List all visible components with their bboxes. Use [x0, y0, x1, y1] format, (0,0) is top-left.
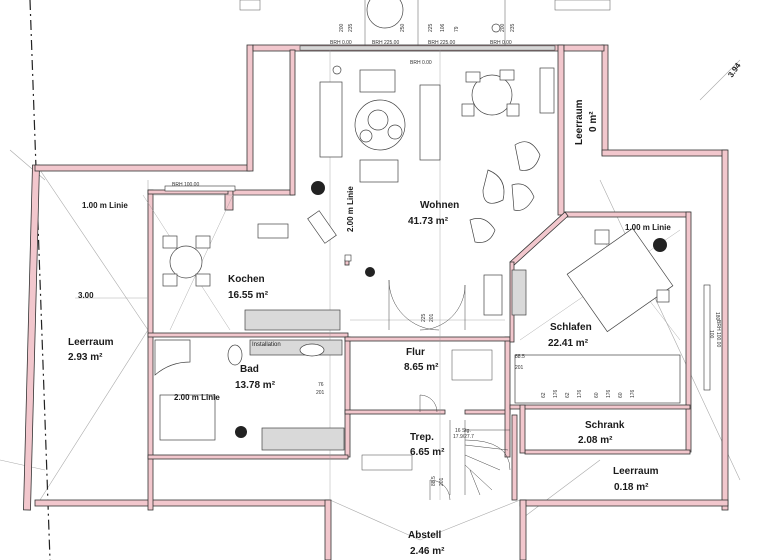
room-kochen-area: 16.55 m²	[228, 290, 269, 301]
dim-394: 3.94	[726, 61, 743, 79]
schrank-dimension-labels: 62 176 62 176 60 176 60 176	[541, 389, 636, 398]
schlafen-window	[703, 284, 711, 391]
dim-60: 60	[594, 392, 600, 398]
room-leerraum-left-area: 2.93 m²	[68, 352, 103, 363]
room-trep-area: 6.65 m²	[410, 447, 445, 458]
dim-180: 180	[714, 312, 720, 321]
top-windows	[239, 0, 611, 51]
label-stairs: 16 Stg.	[455, 428, 471, 434]
room-flur-area: 8.65 m²	[404, 362, 439, 373]
dim-100: 100	[708, 330, 714, 339]
dim-225a: 225	[428, 23, 434, 32]
dim-201-schl: 201	[515, 365, 524, 371]
label-brh-kochen: BRH 100.00	[172, 182, 199, 188]
room-abstell-name: Abstell	[408, 530, 442, 541]
dim-176a: 176	[553, 389, 559, 398]
kitchen-furniture	[162, 223, 341, 331]
room-leerraum-rb-area: 0.18 m²	[614, 482, 649, 493]
dim-106: 106	[440, 23, 446, 32]
dim-176c: 176	[606, 389, 612, 398]
dim-235: 235	[348, 23, 354, 32]
top-dimension-labels: 200 235 250 225 106 79 200 235	[339, 23, 516, 32]
room-trep-name: Trep.	[410, 432, 434, 443]
living-furniture	[235, 0, 667, 438]
dim-201-trep: 201	[439, 477, 445, 486]
room-kochen-name: Kochen	[228, 274, 265, 285]
dim-60b: 60	[618, 392, 624, 398]
dim-176d: 176	[630, 389, 636, 398]
room-flur-name: Flur	[406, 347, 425, 358]
label-linie-200-bad: 2.00 m Linie	[174, 393, 220, 402]
room-schrank-area: 2.08 m²	[578, 435, 613, 446]
label-brh-top-center: BRH 0.00	[410, 60, 432, 66]
dim-235b: 235	[510, 23, 516, 32]
room-leerraum-top-name: Leerraum	[574, 99, 585, 145]
stairs	[361, 420, 511, 496]
dim-225-flur: 225	[421, 313, 427, 322]
room-abstell-area: 2.46 m²	[410, 546, 445, 557]
label-brh-top-left: BRH 0.00	[330, 40, 352, 46]
room-wohnen-name: Wohnen	[420, 200, 459, 211]
dim-79: 79	[454, 26, 460, 32]
room-wohnen-area: 41.73 m²	[408, 216, 449, 227]
doors	[388, 279, 493, 501]
marker	[344, 254, 352, 262]
room-leerraum-left-name: Leerraum	[68, 337, 114, 348]
room-leerraum-top-area: 0 m²	[588, 111, 599, 132]
dim-885-trep: 88.5	[431, 476, 437, 486]
label-brh-top-a: BRH 225.00	[372, 40, 399, 46]
dim-201-bad: 201	[316, 390, 325, 396]
dim-201-flur: 201	[429, 313, 435, 322]
dim-62b: 62	[565, 392, 571, 398]
label-linie-100-right: 1.00 m Linie	[625, 223, 671, 232]
bedroom-furniture	[483, 227, 681, 404]
room-bad-area: 13.78 m²	[235, 380, 276, 391]
dim-885: 88.5	[515, 354, 525, 360]
dim-76: 76	[318, 382, 324, 388]
label-brh-top-b: BRH 225.00	[428, 40, 455, 46]
dim-200b: 200	[500, 23, 506, 32]
room-schrank-name: Schrank	[585, 420, 625, 431]
bath-furniture	[154, 339, 345, 451]
room-bad-name: Bad	[240, 364, 259, 375]
label-stairs-sub: 17.9/27.7	[453, 434, 474, 440]
dim-176b: 176	[577, 389, 583, 398]
label-linie-200-kochen: 2.00 m Linie	[346, 186, 355, 232]
room-schlafen-area: 22.41 m²	[548, 338, 589, 349]
dim-62: 62	[541, 392, 547, 398]
property-line	[29, 0, 51, 560]
room-leerraum-rb-name: Leerraum	[613, 466, 659, 477]
kochen-window	[164, 185, 236, 192]
dim-300: 3.00	[78, 291, 94, 300]
dim-250: 250	[400, 23, 406, 32]
label-brh-top-right: BRH 0.00	[490, 40, 512, 46]
label-brh-schlafen: BRH 100.00	[715, 320, 721, 347]
label-installation: Installation	[252, 342, 281, 348]
room-schlafen-name: Schlafen	[550, 322, 592, 333]
dim-200a: 200	[339, 23, 345, 32]
label-linie-100-left: 1.00 m Linie	[82, 201, 128, 210]
